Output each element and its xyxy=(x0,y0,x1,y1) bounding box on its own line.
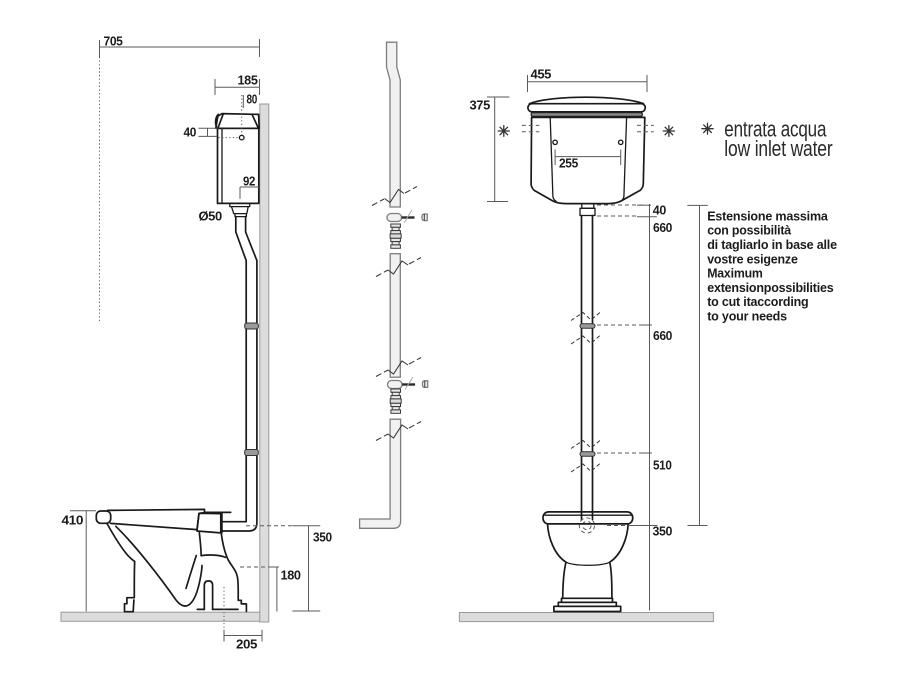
svg-text:455: 455 xyxy=(531,67,552,82)
svg-text:extensionpossibilities: extensionpossibilities xyxy=(707,280,833,295)
svg-text:to your needs: to your needs xyxy=(707,309,787,324)
svg-text:705: 705 xyxy=(104,34,123,49)
svg-text:375: 375 xyxy=(470,98,491,113)
svg-text:410: 410 xyxy=(62,513,84,528)
svg-text:Ø50: Ø50 xyxy=(199,209,222,224)
svg-text:di tagliarlo in base alle: di tagliarlo in base alle xyxy=(707,237,837,252)
svg-text:con possibilità: con possibilità xyxy=(707,223,792,238)
svg-text:vostre esigenze: vostre esigenze xyxy=(707,251,798,266)
svg-text:Estensione massima: Estensione massima xyxy=(707,208,828,223)
svg-text:660: 660 xyxy=(653,220,672,235)
svg-text:40: 40 xyxy=(653,203,666,218)
svg-text:185: 185 xyxy=(238,73,258,88)
svg-text:660: 660 xyxy=(653,328,672,343)
svg-text:low inlet water: low inlet water xyxy=(724,136,832,161)
svg-text:80: 80 xyxy=(247,92,258,107)
svg-text:350: 350 xyxy=(653,524,673,539)
svg-text:to cut itaccording: to cut itaccording xyxy=(707,294,809,309)
svg-text:180: 180 xyxy=(281,568,301,583)
svg-text:92: 92 xyxy=(243,174,255,189)
svg-text:350: 350 xyxy=(313,530,332,545)
svg-text:205: 205 xyxy=(236,637,257,652)
svg-text:Maximum: Maximum xyxy=(707,266,763,281)
svg-text:40: 40 xyxy=(184,125,197,140)
svg-text:510: 510 xyxy=(653,458,672,473)
svg-text:255: 255 xyxy=(559,156,578,171)
svg-text:entrata acqua: entrata acqua xyxy=(724,117,827,142)
